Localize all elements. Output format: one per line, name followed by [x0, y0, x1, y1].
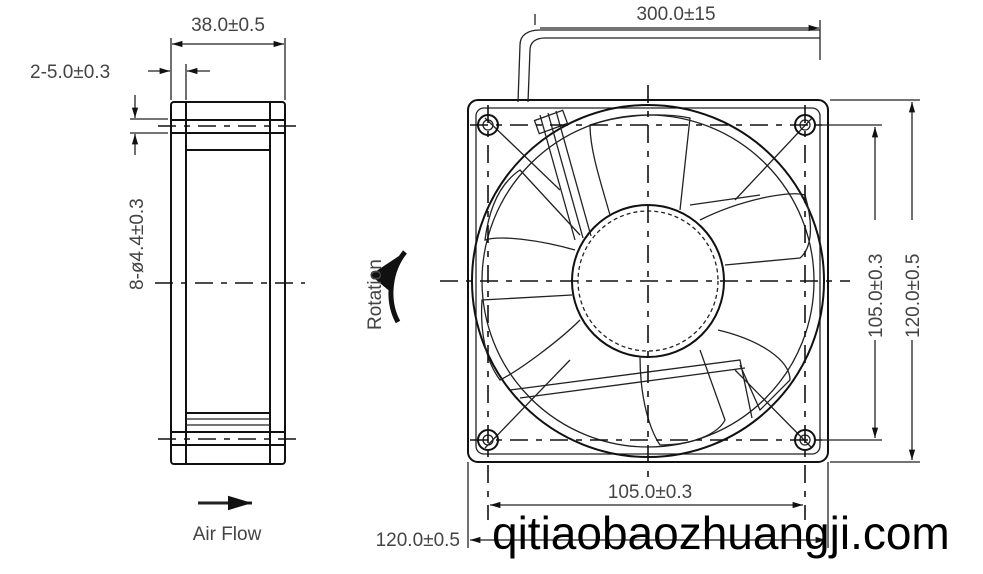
- rotation-label: Rotation: [365, 259, 386, 330]
- vertical-hole-spacing: 105.0±0.3: [866, 254, 887, 338]
- watermark: qitiaobaozhuangji.com: [492, 507, 950, 559]
- airflow-label: Air Flow: [193, 524, 262, 545]
- flange-dimension: 2-5.0±0.3: [30, 62, 110, 83]
- horizontal-size: 120.0±0.5: [376, 530, 460, 551]
- cable-length-dimension: 300.0±15: [636, 4, 715, 25]
- cable: [517, 20, 821, 241]
- side-view: 38.0±0.5 2-5.0±0.3 8-ø4.4±0.3 Air Flow: [30, 15, 305, 545]
- hole-dimension: 8-ø4.4±0.3: [127, 198, 148, 290]
- horizontal-hole-spacing: 105.0±0.3: [608, 482, 692, 503]
- vertical-size: 120.0±0.5: [903, 254, 924, 338]
- width-dimension: 38.0±0.5: [191, 15, 265, 36]
- front-view: 300.0±15 Rotation 105.0±0.3 120.0±0.5 10…: [365, 4, 924, 551]
- rotation-arrow-icon: [370, 250, 407, 324]
- fan-blades: [480, 114, 812, 446]
